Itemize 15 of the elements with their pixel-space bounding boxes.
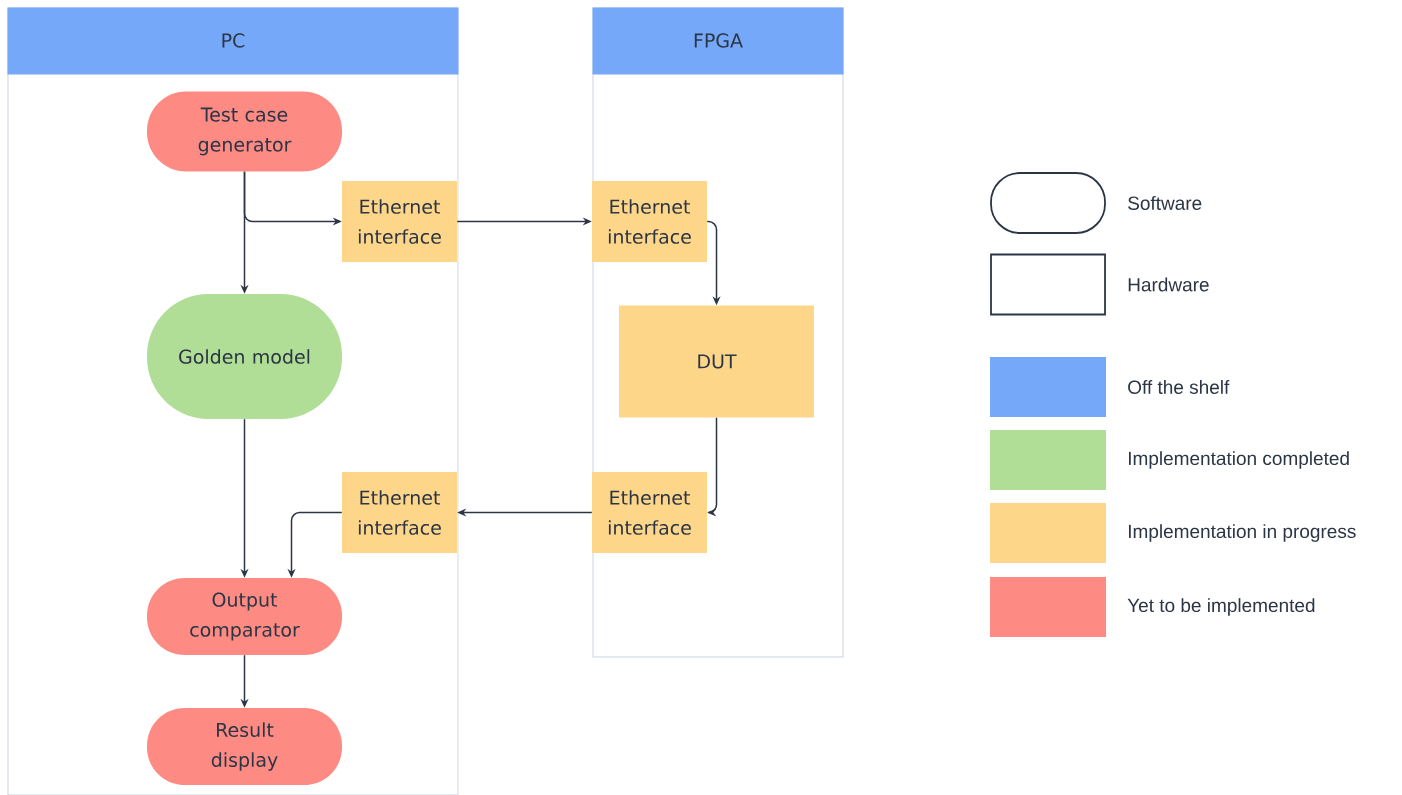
legend-label: Hardware [1128,277,1209,292]
hardware-box: Ethernet interface [342,472,457,553]
legend-label: Implementation completed [1128,451,1349,469]
software-box: Output comparator [147,578,342,655]
software-box: Golden model [147,294,342,419]
hardware-box: Ethernet interface [342,181,457,262]
software-box: Result display [147,708,342,785]
legend-label: Software [1128,196,1202,210]
legend-label: Implementation in progress [1128,524,1356,542]
legend-label: Yet to be implemented [1127,598,1315,616]
legend-label: Off the shelf [1128,380,1230,394]
hardware-box: Ethernet interface [592,472,707,553]
hardware-box: DUT [619,305,814,418]
hardware-box: Ethernet interface [592,181,707,262]
arrow [707,416,718,517]
